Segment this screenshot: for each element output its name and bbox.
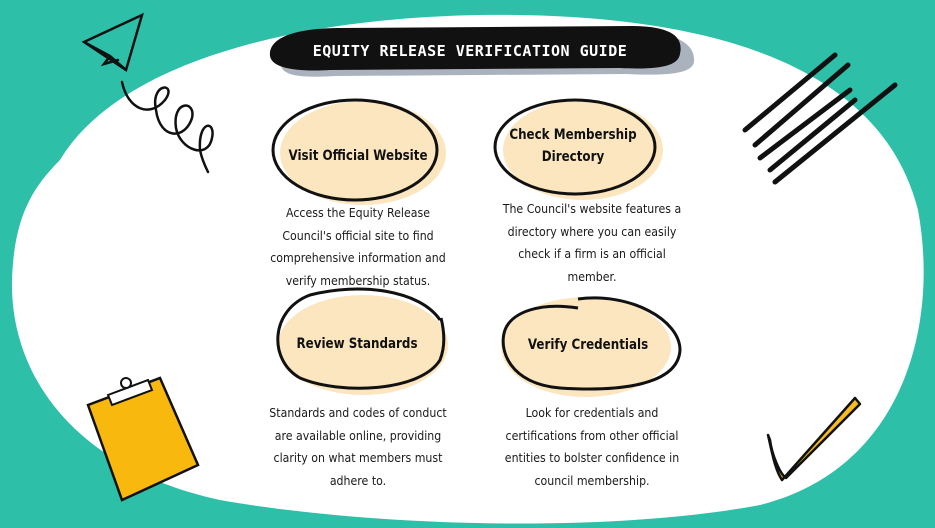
white-blob xyxy=(11,14,924,524)
card-description-visit-website: Access the Equity Release Council's offi… xyxy=(270,205,446,288)
card-description-check-directory: The Council's website features a directo… xyxy=(502,201,682,284)
card-outline-visit-website xyxy=(271,98,439,202)
card-blob-visit-website xyxy=(280,101,446,205)
card-heading-check-directory: Check Membership Directory xyxy=(509,127,637,165)
decorative-strokes xyxy=(742,52,898,185)
card-blob-verify-credentials xyxy=(501,297,671,397)
card-heading-review-standards: Review Standards xyxy=(296,336,418,352)
card-description-verify-credentials: Look for credentials and certifications … xyxy=(504,405,680,488)
checkmark-icon xyxy=(766,396,862,482)
card-description-review-standards: Standards and codes of conduct are avail… xyxy=(269,405,447,488)
paper-plane-icon xyxy=(81,12,214,174)
card-blob-check-directory xyxy=(503,100,663,200)
card-outline-verify-credentials xyxy=(501,296,682,391)
card-blob-review-standards xyxy=(278,295,448,395)
card-outline-review-standards xyxy=(276,287,446,390)
card-heading-visit-website: Visit Official Website xyxy=(288,148,428,164)
clipboard-icon xyxy=(86,376,200,502)
card-heading-verify-credentials: Verify Credentials xyxy=(527,337,649,353)
title-banner xyxy=(269,26,681,71)
guide-title: EQUITY RELEASE VERIFICATION GUIDE xyxy=(312,42,628,60)
blobs xyxy=(271,98,682,397)
card-outline-check-directory xyxy=(493,98,657,196)
